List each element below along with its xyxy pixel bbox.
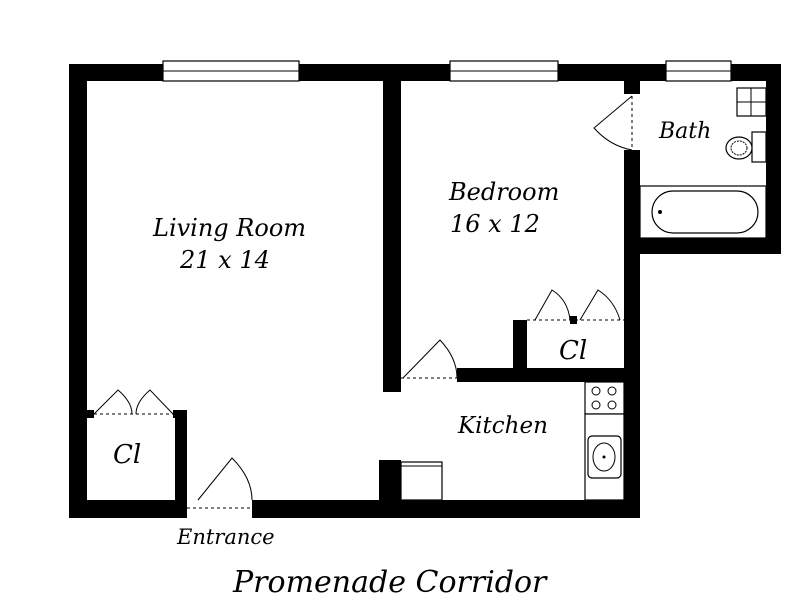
corridor-label: Promenade Corridor [232, 565, 548, 600]
windows [162, 60, 732, 82]
living-closet-doors [93, 389, 174, 415]
living-room-name: Living Room [152, 214, 306, 242]
bath-name: Bath [658, 119, 711, 144]
walls [69, 64, 781, 518]
doors [93, 95, 633, 509]
bath-sink [736, 87, 767, 117]
bedroom-closet-name: Cl [559, 336, 587, 366]
bathtub [639, 185, 767, 239]
toilet [725, 131, 767, 163]
refrigerator [400, 461, 443, 501]
kitchen-sink [587, 435, 622, 479]
entrance-label: Entrance [176, 525, 275, 549]
stove [584, 381, 625, 415]
entrance-door [187, 457, 253, 509]
kitchen-name: Kitchen [457, 413, 548, 439]
bedroom-door [401, 339, 458, 379]
bedroom-name: Bedroom [448, 178, 559, 206]
bedroom-closet-doors [527, 289, 624, 321]
fixtures [400, 87, 767, 501]
living-closet-name: Cl [113, 440, 141, 470]
bath-door [593, 95, 633, 151]
living-room-size: 21 x 14 [179, 246, 270, 274]
bedroom-size: 16 x 12 [450, 210, 540, 238]
